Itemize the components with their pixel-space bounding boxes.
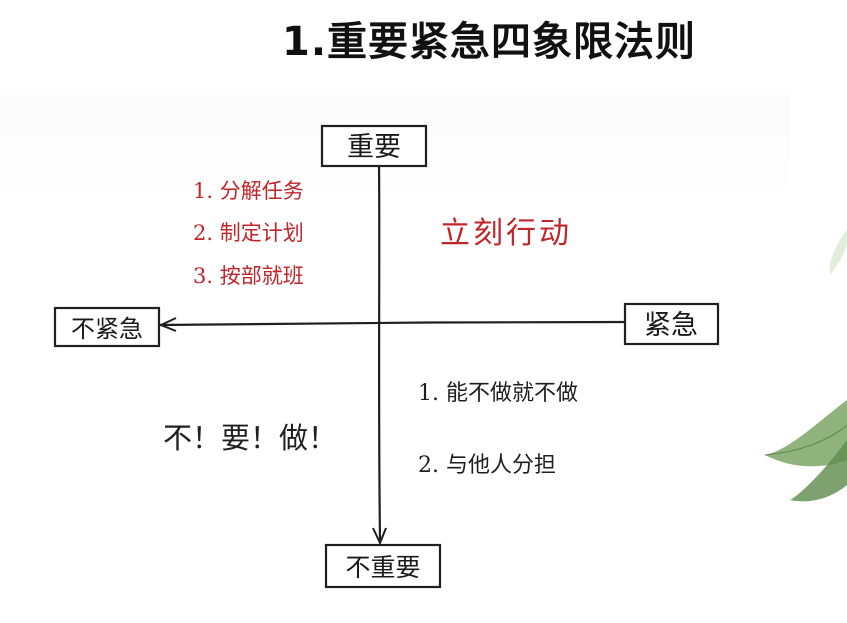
paper-background (0, 95, 790, 623)
vertical-axis-arrow (372, 527, 387, 546)
quadrant-tl-item-3: 3. 按部就班 (193, 264, 304, 288)
axis-label-urgent: 紧急 (644, 310, 698, 341)
quadrant-tr-text: 立刻行动 (440, 216, 572, 251)
page-title: 1.重要紧急四象限法则 (282, 19, 697, 65)
axis-box-bottom (324, 543, 442, 589)
quadrant-br-item-1: 1. 能不做就不做 (418, 381, 578, 406)
axis-label-not-urgent: 不紧急 (71, 315, 143, 343)
quadrant-tl-item-1: 1. 分解任务 (193, 179, 304, 203)
axis-label-not-important: 不重要 (345, 553, 420, 582)
axis-box-top (320, 124, 428, 168)
quadrant-br-item-2: 2. 与他人分担 (418, 453, 556, 478)
axis-label-important: 重要 (347, 132, 401, 163)
quadrant-bl-text: 不！要！做！ (163, 421, 337, 455)
quadrant-tl-item-2: 2. 制定计划 (193, 221, 304, 245)
axis-box-left (53, 306, 161, 348)
horizontal-axis (159, 320, 626, 327)
axis-box-right (623, 302, 720, 346)
leaf-decoration (764, 230, 847, 502)
horizontal-axis-arrow (158, 317, 177, 332)
vertical-axis (377, 164, 382, 541)
